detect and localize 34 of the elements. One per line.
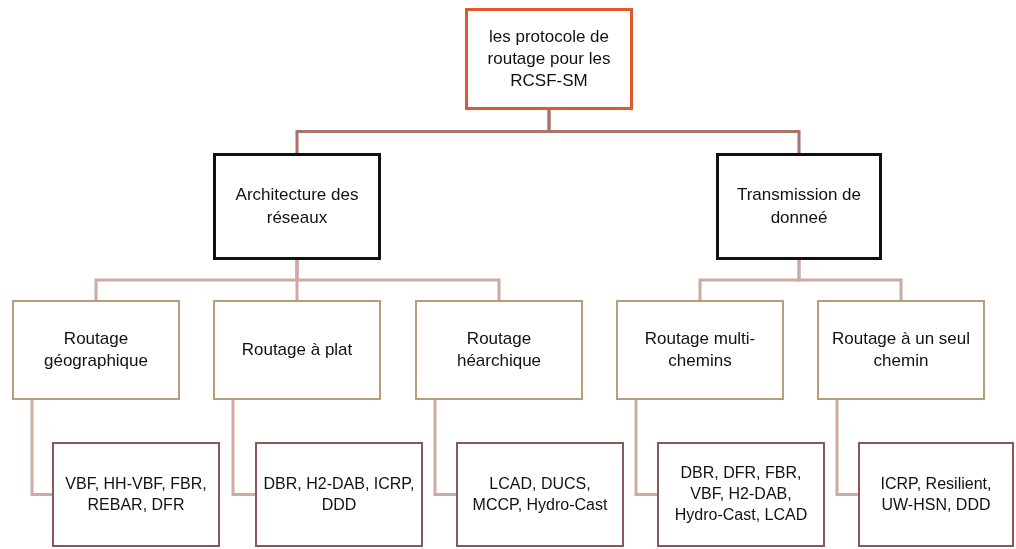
connector-line	[231, 400, 255, 496]
root-box	[465, 8, 633, 110]
protocol-list-box	[456, 442, 624, 547]
routing-type-box	[415, 300, 583, 400]
protocol-list-box	[858, 442, 1014, 547]
node-label: Routage géographique	[43, 327, 149, 372]
node-label: DBR, DFR, FBR, VBF, H2-DAB, Hydro-Cast, LCAD	[673, 463, 809, 525]
node-label: Routage multi-chemins	[643, 327, 757, 372]
connector-line	[634, 400, 657, 496]
node-label: LCAD, DUCS, MCCP, Hydro-Cast	[471, 473, 609, 515]
connector-line	[30, 400, 52, 496]
node-label: ICRP, Resilient, UW-HSN, DDD	[879, 473, 993, 515]
protocol-list-box	[52, 442, 220, 547]
node-label: VBF, HH-VBF, FBR, REBAR, DFR	[64, 473, 208, 515]
connector-line	[295, 260, 501, 300]
node-label: DBR, H2-DAB, ICRP, DDD	[263, 473, 415, 515]
category-box	[213, 153, 381, 260]
routing-type-box	[616, 300, 784, 400]
node-label: Routage à plat	[241, 338, 353, 361]
node-label: Transmission de donneé	[735, 184, 863, 229]
connector-line	[547, 110, 801, 153]
connector-line	[797, 260, 903, 300]
category-box	[716, 153, 882, 260]
connector-line	[835, 400, 858, 496]
node-label: Routage à un seul chemin	[831, 327, 971, 372]
node-label: Architecture des réseaux	[234, 184, 360, 229]
routing-type-box	[213, 300, 381, 400]
routing-type-box	[12, 300, 180, 400]
protocol-list-box	[657, 442, 825, 547]
node-label: les protocole de routage pour les RCSF-SM	[486, 25, 612, 93]
routing-type-box	[817, 300, 985, 400]
connector-line	[433, 400, 456, 496]
protocol-list-box	[255, 442, 423, 547]
node-label: Routage héarchique	[455, 327, 543, 372]
